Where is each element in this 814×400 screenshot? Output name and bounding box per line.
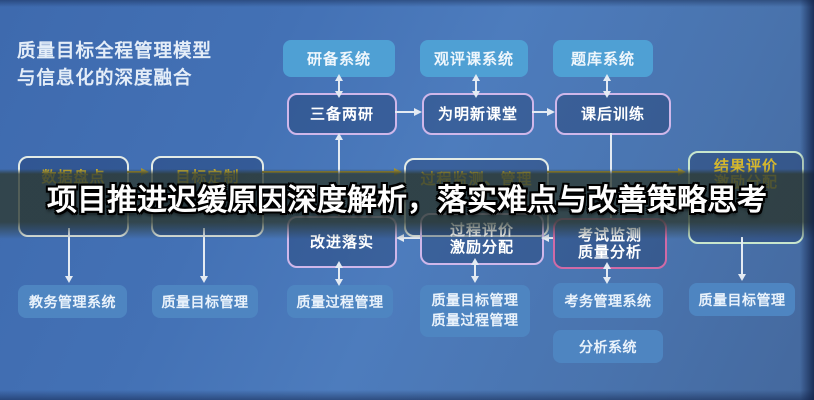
connector-weiming-kehou (532, 111, 547, 113)
arrow-down-icon (471, 276, 479, 283)
connector-pingjia-zlmbgc (474, 264, 476, 277)
node-zhiliang-mubiao-2: 质量目标管理 (689, 283, 795, 316)
node-guanpingke-system: 观评课系统 (420, 40, 528, 77)
photo-edge-top (0, 0, 814, 7)
arrow-up-icon (335, 74, 343, 81)
node-yanbei-system: 研备系统 (283, 40, 395, 77)
arrow-up-icon (335, 261, 343, 268)
arrow-right-icon (547, 108, 555, 116)
node-zhiliang-mubiao-guocheng: 质量目标管理 质量过程管理 (420, 285, 530, 337)
connector-mubiao-zhiliangmubiao (203, 228, 205, 276)
arrow-down-icon (335, 279, 343, 286)
node-fenxi-system: 分析系统 (553, 330, 663, 363)
diagram-title: 质量目标全程管理模型 与信息化的深度融合 (17, 38, 212, 92)
connector-sanbei-weiming (395, 111, 414, 113)
arrow-down-icon (603, 277, 611, 284)
photo-edge-bottom (0, 390, 814, 400)
arrow-down-icon (65, 276, 73, 283)
connector-yanbei-sanbei (338, 80, 340, 91)
arrow-up-icon (603, 74, 611, 81)
arrow-up-icon (471, 258, 479, 265)
headline-banner: 项目推进迟缓原因深度解析，落实难点与改善策略思考 (0, 169, 814, 239)
arrow-up-icon (472, 74, 480, 81)
photo-edge-right (800, 0, 814, 400)
node-tiku-system: 题库系统 (553, 40, 653, 77)
headline-text: 项目推进迟缓原因深度解析，落实难点与改善策略思考 (47, 183, 767, 218)
arrow-down-icon (472, 91, 480, 98)
connector-gaijin-zlgc (338, 267, 340, 280)
node-kaowu-system: 考务管理系统 (553, 283, 663, 318)
node-weiming-xinketang: 为明新课堂 (422, 93, 534, 135)
node-sanbei-liangyan: 三备两研 (287, 93, 397, 135)
connector-jieguo-zhiliangmubiao (741, 237, 743, 274)
arrow-up-icon (335, 133, 343, 140)
connector-shuju-jiaowu (68, 228, 70, 276)
node-zhiliang-guocheng-1: 质量过程管理 (287, 285, 393, 318)
connector-guanpingke-weiming (475, 80, 477, 91)
diagram-title-line2: 与信息化的深度融合 (17, 68, 193, 89)
arrow-down-icon (603, 91, 611, 98)
connector-tiku-kehou (606, 80, 608, 91)
node-kehou-xunlian: 课后训练 (555, 93, 671, 135)
arrow-down-icon (738, 274, 746, 281)
diagram-title-line1: 质量目标全程管理模型 (17, 41, 213, 62)
node-jiaowu-system: 教务管理系统 (18, 285, 127, 318)
connector-kaoshi-kaowu (606, 268, 608, 278)
node-zhiliang-mubiao-1: 质量目标管理 (152, 285, 258, 318)
arrow-down-icon (200, 276, 208, 283)
arrow-right-icon (414, 108, 422, 116)
arrow-up-icon (603, 262, 611, 269)
arrow-down-icon (335, 91, 343, 98)
